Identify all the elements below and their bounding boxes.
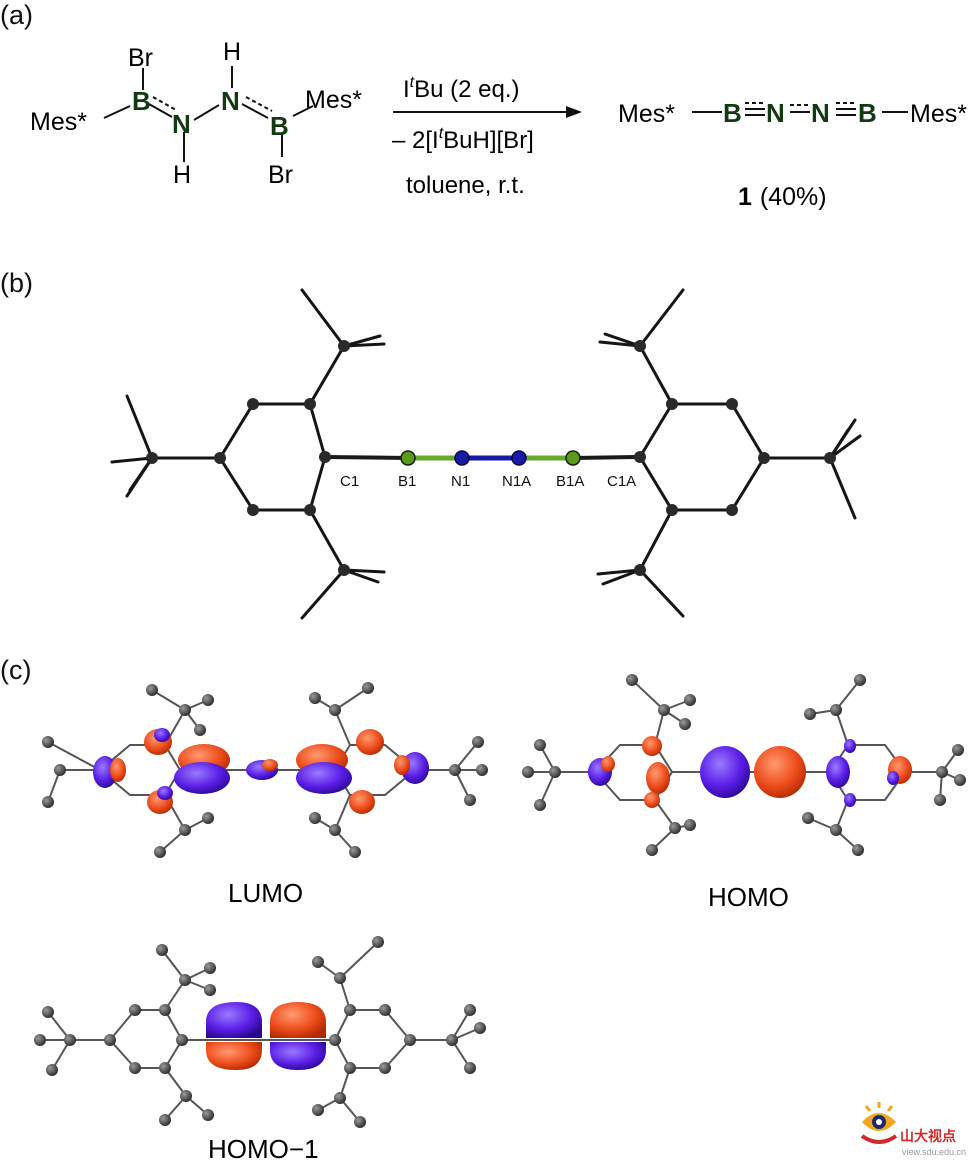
reactant-boron-left: B [132,86,151,116]
reactant-h-bottom: H [173,161,191,189]
lumo-orbital: LUMO [42,682,488,908]
panel-label-b: (b) [0,268,33,298]
reactant-br-bottom: Br [268,161,293,189]
product-boron-1: B [723,98,742,128]
reagent-text: ItBu (2 eq.) [403,74,520,103]
homo-minus-1-orbital: HOMO−1 [34,936,486,1164]
atom-label-b1a: B1A [556,473,584,490]
atom-label-c1a: C1A [607,473,636,490]
atom-label-c1: C1 [340,473,359,490]
atom-label-b1: B1 [398,473,416,490]
arrow-head-icon [566,106,582,118]
product-boron-2: B [858,98,877,128]
product-nitrogen-2: N [811,98,830,128]
panel-label-a: (a) [0,0,33,30]
watermark-logo-icon [860,1102,898,1144]
reactant-h-top: H [223,38,241,66]
byproduct-text: – 2[ItBuH][Br] [392,125,534,154]
panel-label-c: (c) [0,655,32,685]
product-label: 1(40%) [738,183,827,211]
homo-minus-1-label: HOMO−1 [208,1134,319,1164]
reactant-br-top: Br [128,44,153,72]
reaction-scheme: Mes* Br B N H H N B Br Mes* ItBu (2 eq.)… [30,38,967,211]
reactant-right-mes: Mes* [305,86,362,114]
reactant-boron-right: B [270,111,289,141]
homo-orbital: HOMO [522,674,966,912]
watermark: 山大视点 view.sdu.edu.cn [856,1100,976,1162]
reactant-nitrogen-left: N [172,109,191,139]
orbital-plots: LUMO [34,674,966,1164]
reactant-left-mes: Mes* [30,108,87,136]
product-nitrogen-1: N [766,98,785,128]
homo-label: HOMO [708,882,789,912]
watermark-url: view.sdu.edu.cn [902,1147,967,1157]
solvent-text: toluene, r.t. [406,172,525,199]
lumo-label: LUMO [228,878,303,908]
watermark-text: 山大视点 [900,1128,956,1144]
crystal-structure: C1 B1 N1 N1A B1A C1A [110,288,862,620]
atom-label-n1a: N1A [502,473,531,490]
product-right-mes: Mes* [910,100,967,128]
atom-label-n1: N1 [451,473,470,490]
product-left-mes: Mes* [618,100,675,128]
reactant-nitrogen-right: N [221,86,240,116]
